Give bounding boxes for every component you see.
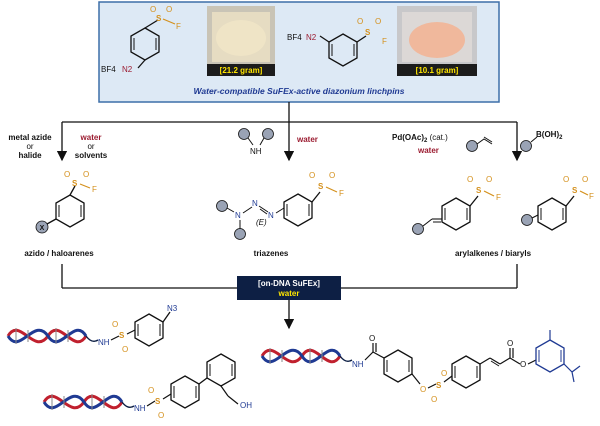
svg-text:N3: N3 [167, 304, 178, 313]
svg-text:F: F [589, 192, 594, 201]
left-or: or [87, 142, 94, 151]
biaryl-nh: NH [134, 404, 146, 413]
svg-text:O: O [486, 175, 492, 184]
left-cond-line2: or [26, 142, 33, 151]
svg-text:O: O [158, 411, 164, 420]
biaryl-oh: OH [240, 401, 252, 410]
svg-text:S: S [155, 397, 161, 406]
right-water: water [417, 146, 439, 155]
para-counterion: BF4 [101, 65, 116, 74]
svg-text:O: O [112, 320, 118, 329]
svg-text:O: O [309, 171, 315, 180]
svg-text:S: S [476, 186, 482, 195]
para-amount: [21.2 gram] [220, 66, 263, 75]
ester-nh: NH [352, 360, 364, 369]
svg-text:O: O [369, 334, 375, 343]
svg-text:O: O [83, 170, 89, 179]
svg-text:O: O [441, 369, 447, 378]
para-diazonium-reagent: BF4 N2 S O O F [101, 5, 181, 74]
left-conditions: metal azide or halide water or solvents [8, 133, 107, 160]
meta-diazonium-reagent: BF4 N2 S O O F [287, 17, 387, 67]
meta-counterion: BF4 [287, 33, 302, 42]
svg-text:N: N [252, 199, 258, 208]
svg-text:O: O [520, 360, 526, 369]
svg-text:N: N [268, 211, 274, 220]
para-fluoride: F [176, 22, 181, 31]
meta-sulfur: S [365, 28, 371, 37]
left-product-label: azido / haloarenes [24, 249, 94, 258]
triazene-structure: N N N (E) S O O F [216, 171, 344, 240]
header-caption: Water-compatible SuFEx-active diazonium … [194, 86, 405, 96]
meta-diazo: N2 [306, 33, 317, 42]
para-diazo: N2 [122, 65, 133, 74]
biaryl-structure: S O O F [521, 175, 594, 231]
box-line1: [on-DNA SuFEx] [258, 279, 320, 288]
svg-text:O: O [148, 386, 154, 395]
left-water: water [80, 133, 102, 142]
right-product-label: arylalkenes / biaryls [455, 249, 532, 258]
meta-oxygen-2: O [375, 17, 381, 26]
left-cond-line3: halide [18, 151, 42, 160]
para-oxygen-2: O [166, 5, 172, 14]
right-conditions: Pd(OAc)2 (cat.) water B(OH)2 [392, 130, 563, 155]
boronic-label: B(OH)2 [536, 130, 563, 141]
meta-fluoride: F [382, 37, 387, 46]
meta-amount: [10.1 gram] [416, 66, 459, 75]
product-x: X [40, 225, 45, 232]
para-reagent-photo: [21.2 gram] [207, 6, 275, 76]
meta-oxygen-1: O [357, 17, 363, 26]
dna-conjugate-ester: NH O O S O O O O [260, 330, 581, 404]
svg-text:O: O [64, 170, 70, 179]
svg-text:O: O [467, 175, 473, 184]
svg-text:O: O [122, 345, 128, 354]
svg-text:S: S [318, 182, 324, 191]
svg-text:O: O [420, 385, 426, 394]
svg-text:F: F [496, 193, 501, 202]
svg-text:O: O [507, 339, 513, 348]
dna-conjugate-azide: NH S O O N3 [6, 304, 178, 354]
svg-text:O: O [329, 171, 335, 180]
svg-text:BF4: BF4 [101, 65, 116, 74]
svg-text:S: S [572, 186, 578, 195]
alkene-substituent [466, 140, 478, 152]
amine-substituent-2 [262, 128, 274, 140]
convergence-connectors [61, 264, 518, 330]
para-oxygen-1: O [150, 5, 156, 14]
catalyst-label: Pd(OAc)2 (cat.) [392, 133, 448, 144]
svg-text:N2: N2 [122, 65, 133, 74]
branch-connectors [56, 102, 523, 162]
middle-product-label: triazenes [254, 249, 289, 258]
svg-text:(E): (E) [256, 218, 267, 227]
left-solvents: solvents [75, 151, 108, 160]
azido-haloarene-structure: X S O O F [35, 170, 97, 234]
svg-text:O: O [431, 395, 437, 404]
svg-text:O: O [582, 175, 588, 184]
azide-nh: NH [98, 338, 110, 347]
boronic-substituent [520, 140, 532, 152]
svg-text:S: S [436, 381, 442, 390]
azide-label: N3 [167, 304, 178, 313]
dna-conjugate-biaryl: NH S O O OH [42, 353, 252, 420]
amine-substituent-1 [238, 128, 250, 140]
svg-text:S: S [119, 331, 125, 340]
on-dna-sufex-box [237, 276, 341, 300]
svg-text:N: N [235, 211, 241, 220]
svg-text:F: F [339, 189, 344, 198]
middle-water: water [296, 135, 318, 144]
svg-text:O: O [563, 175, 569, 184]
meta-reagent-photo: [10.1 gram] [397, 6, 477, 76]
svg-text:S: S [72, 179, 78, 188]
halide-substituent [35, 220, 49, 234]
svg-text:F: F [92, 185, 97, 194]
left-cond-line1: metal azide [8, 133, 52, 142]
para-sulfur: S [156, 14, 162, 23]
box-line2: water [278, 289, 300, 298]
middle-conditions: NH water [238, 128, 318, 156]
arylalkene-structure: S O O F [412, 175, 501, 235]
amine-nh: NH [250, 147, 262, 156]
